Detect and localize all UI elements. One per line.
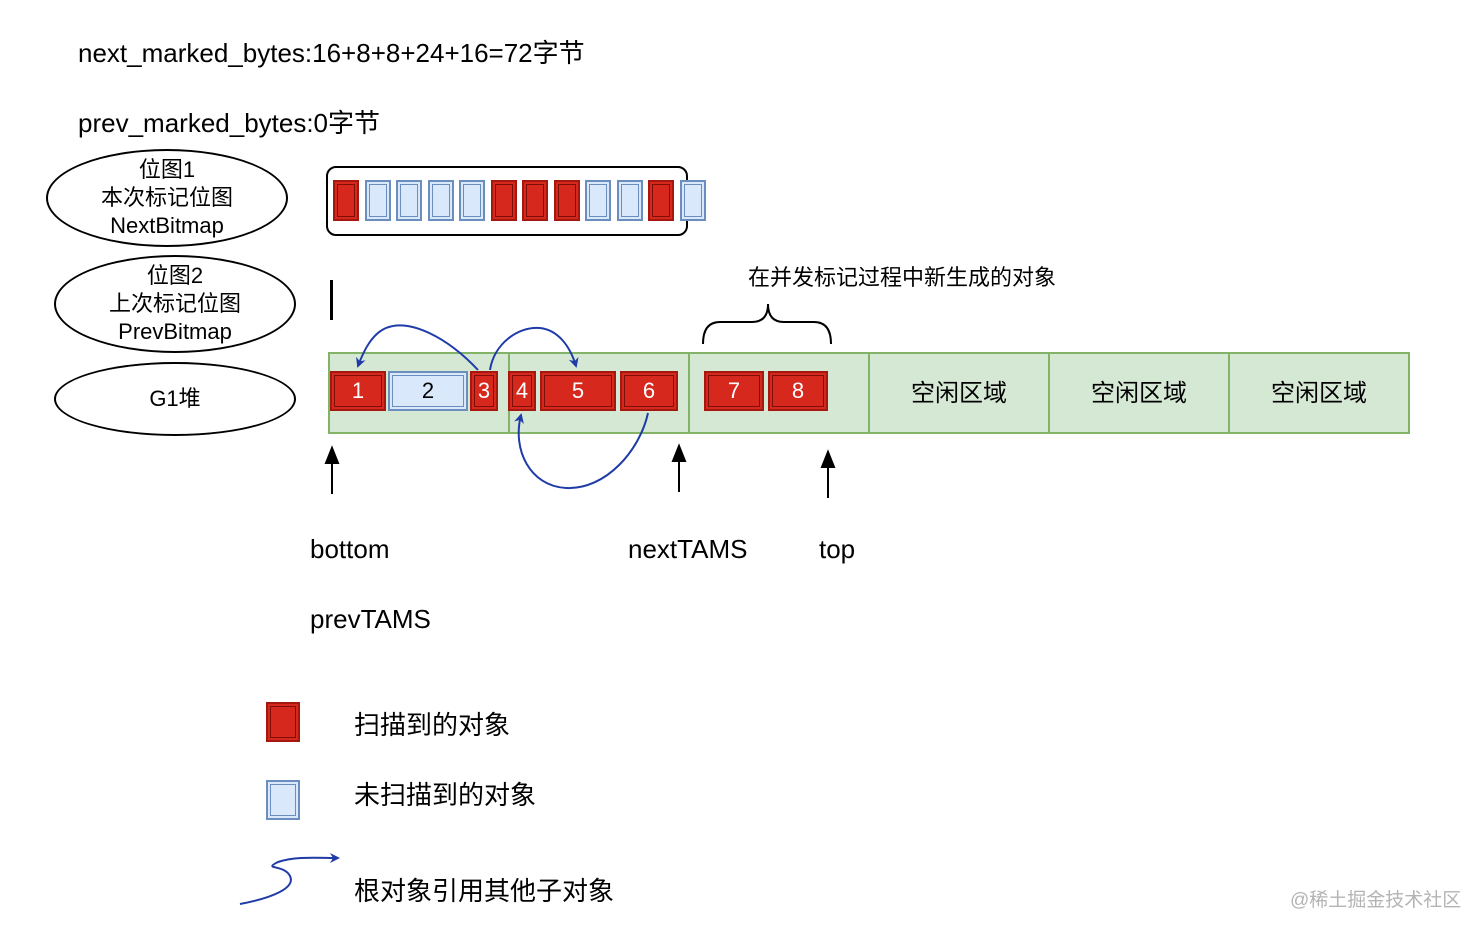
bitmap2-name: PrevBitmap: [118, 319, 232, 344]
bitmap2-ellipse: 位图2 上次标记位图 PrevBitmap: [54, 255, 296, 353]
bitmap1-ellipse: 位图1 本次标记位图 NextBitmap: [46, 149, 288, 247]
heap-object-6: 6: [620, 371, 678, 411]
heap-object-2: 2: [388, 371, 468, 411]
heap-object-3: 3: [470, 371, 498, 411]
heap-object-5: 5: [540, 371, 616, 411]
prev-marked-bytes-text: prev_marked_bytes:0字节: [78, 108, 381, 138]
bitmap-cell-unscanned: [427, 180, 454, 221]
reference-arrow-3-to-5: [489, 326, 579, 371]
bitmap-cell-unscanned: [679, 180, 706, 221]
bitmap2-subtitle: 上次标记位图: [108, 291, 241, 316]
next-tams-arrow-head: [671, 443, 687, 462]
next-marked-bytes-text: next_marked_bytes:16+8+8+24+16=72字节: [78, 38, 585, 68]
bitmap1-name: NextBitmap: [110, 213, 224, 238]
legend-scanned-swatch: [266, 702, 300, 742]
heap-object-4: 4: [508, 371, 536, 411]
top-label: top: [819, 534, 856, 564]
heap-region-free-3: 空闲区域: [1228, 352, 1410, 434]
reference-arrow-6-to-4: [514, 412, 649, 490]
top-arrow-head: [820, 449, 836, 468]
bitmap-cell-scanned: [553, 180, 580, 221]
free-region-label: 空闲区域: [1271, 380, 1367, 407]
bottom-label: bottom: [310, 534, 390, 564]
legend-reference-label: 根对象引用其他子对象: [354, 876, 615, 906]
heap-object-7: 7: [704, 371, 764, 411]
bitmap1-subtitle: 本次标记位图: [100, 185, 233, 210]
heap-object-1: 1: [330, 371, 386, 411]
new-objects-brace: [702, 303, 832, 345]
free-region-label: 空闲区域: [1091, 380, 1187, 407]
bottom-arrow-head: [324, 445, 340, 464]
legend-reference-arrow: [239, 852, 340, 905]
heap-object-8: 8: [768, 371, 828, 411]
bitmap2-title: 位图2: [146, 263, 204, 288]
g1-heap-label: G1堆: [149, 386, 201, 411]
bitmap1-title: 位图1: [138, 157, 196, 182]
bitmap-cell-scanned: [333, 180, 359, 221]
legend-unscanned-swatch: [266, 780, 300, 820]
bitmap-cell-scanned: [648, 180, 674, 221]
next-tams-label: nextTAMS: [628, 534, 748, 564]
new-objects-label: 在并发标记过程中新生成的对象: [748, 265, 1057, 290]
legend-scanned-label: 扫描到的对象: [354, 710, 511, 740]
prev-tams-label: prevTAMS: [310, 604, 431, 634]
prev-bitmap-empty-marker: [330, 280, 333, 320]
reference-arrow-3-to-1: [356, 324, 479, 371]
free-region-label: 空闲区域: [911, 380, 1007, 407]
bitmap-cell-unscanned: [616, 180, 643, 221]
heap-region-free-1: 空闲区域: [868, 352, 1050, 434]
g1-heap-ellipse: G1堆: [54, 362, 296, 436]
legend-unscanned-label: 未扫描到的对象: [354, 780, 537, 810]
bitmap-cell-unscanned: [585, 180, 611, 221]
bitmap-cell-scanned: [522, 180, 548, 221]
bitmap-cell-unscanned: [396, 180, 422, 221]
bitmap-cell-scanned: [490, 180, 517, 221]
bitmap-cell-unscanned: [364, 180, 391, 221]
bitmap-cell-unscanned: [459, 180, 485, 221]
watermark: @稀土掘金技术社区: [1290, 890, 1462, 911]
heap-region-free-2: 空闲区域: [1048, 352, 1230, 434]
